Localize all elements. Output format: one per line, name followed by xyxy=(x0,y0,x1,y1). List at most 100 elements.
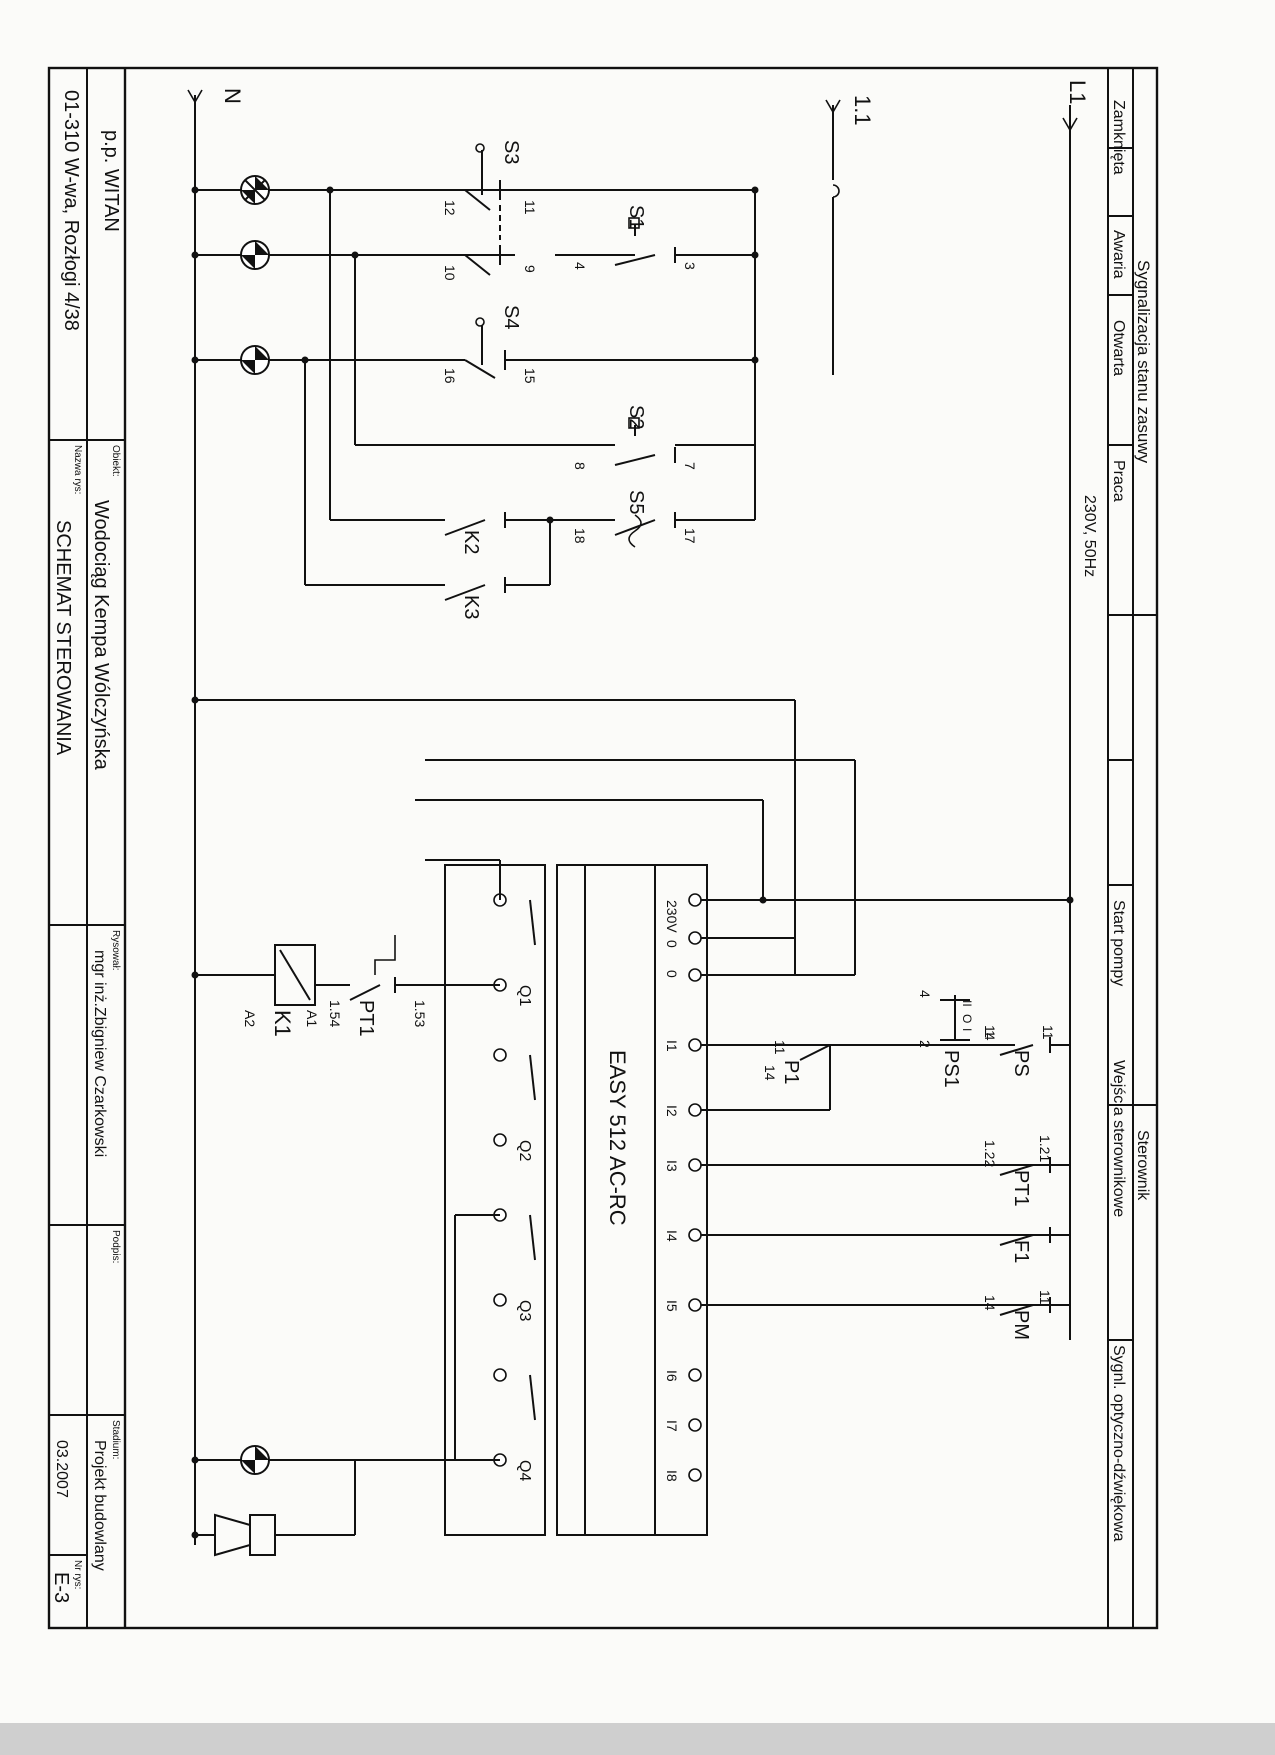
q2-label: Q2 xyxy=(516,1140,533,1161)
svg-text:I: I xyxy=(960,1028,974,1031)
svg-text:A1: A1 xyxy=(304,1010,320,1027)
svg-text:A2: A2 xyxy=(242,1010,258,1027)
header-closed: Zamknięta xyxy=(1110,100,1127,175)
svg-text:Nr rys:: Nr rys: xyxy=(72,1560,83,1589)
phase-rail-l1: L1 230V, 50Hz xyxy=(1062,80,1098,1340)
k3-label: K3 xyxy=(460,595,482,619)
lamp-open xyxy=(240,345,270,375)
neutral-label: N xyxy=(220,88,245,104)
outer-frame xyxy=(47,66,1159,1630)
svg-text:9: 9 xyxy=(522,265,538,273)
control-rail-1-1: 1.1 xyxy=(825,95,875,375)
svg-text:11: 11 xyxy=(522,200,538,215)
header-fault: Awaria xyxy=(1110,230,1127,279)
header-group-signalling: Sygnalizacja stanu zasuwy xyxy=(1134,260,1153,464)
s3-label: S3 xyxy=(500,140,522,164)
pt1-out-label: PT1 xyxy=(355,1000,377,1037)
drawing-date: 03.2007 xyxy=(53,1440,70,1498)
header-inputs: Wejścia sterownikowe xyxy=(1110,1060,1127,1217)
q4-label: Q4 xyxy=(516,1460,533,1481)
drawing-number: E-3 xyxy=(50,1572,72,1603)
ref-label: 1.1 xyxy=(850,95,875,126)
p1-label: P1 xyxy=(780,1060,802,1084)
s5-label: S5 xyxy=(625,490,647,514)
header-pump-start: Start pompy xyxy=(1110,900,1127,986)
svg-text:Stadium:: Stadium: xyxy=(110,1420,121,1459)
scan-edge xyxy=(0,1723,1275,1755)
switch-s2: S2 7 8 xyxy=(355,405,755,470)
switch-s3: S3 11 12 9 10 xyxy=(442,140,538,281)
switch-f1: F1 xyxy=(999,1227,1051,1263)
rung-fault xyxy=(191,251,759,259)
header-strip: Sygnalizacja stanu zasuwy Zamknięta Awar… xyxy=(1107,68,1157,1628)
svg-text:17: 17 xyxy=(682,528,698,544)
signal-lamp-alarm xyxy=(191,1445,355,1475)
svg-text:1.21: 1.21 xyxy=(1037,1135,1053,1162)
switch-ps1: PS1 1 2 4 II O I xyxy=(917,990,998,1088)
switch-s4: S4 15 16 xyxy=(442,305,538,384)
svg-text:14: 14 xyxy=(982,1025,998,1041)
svg-text:O: O xyxy=(960,1014,974,1023)
pm-label: PM xyxy=(1010,1310,1032,1340)
svg-text:4: 4 xyxy=(917,990,933,998)
svg-text:Obiekt:: Obiekt: xyxy=(110,445,121,477)
s1-label: S1 xyxy=(625,205,647,229)
svg-text:II: II xyxy=(960,1000,974,1007)
svg-text:8: 8 xyxy=(572,462,588,470)
k2-label: K2 xyxy=(460,530,482,554)
svg-text:I5: I5 xyxy=(664,1300,680,1312)
svg-text:Podpis:: Podpis: xyxy=(110,1230,121,1263)
svg-text:0: 0 xyxy=(664,970,680,978)
object-name: Wodociąg Kempa Wólczyńska xyxy=(90,500,112,771)
svg-text:1.53: 1.53 xyxy=(412,1000,428,1027)
switch-pm: PM 11 14 xyxy=(982,1290,1053,1340)
svg-text:11: 11 xyxy=(1037,1290,1053,1305)
svg-text:16: 16 xyxy=(442,368,458,384)
plc-outputs: Q1 Q2 Q3 Q4 xyxy=(355,859,536,1481)
svg-text:I7: I7 xyxy=(664,1420,680,1432)
svg-text:I1: I1 xyxy=(664,1040,680,1052)
switch-pt1-input: PT1 1.21 1.22 xyxy=(982,1135,1053,1207)
plc-input-terminals: 230V 0 0 I1 I2 I3 I4 I5 I6 I7 I8 xyxy=(664,893,702,1482)
switch-ps: PS 11 14 xyxy=(982,1025,1070,1077)
lamp-fault xyxy=(240,240,270,270)
plc-easy512: EASY 512 AC-RC xyxy=(444,864,708,1536)
plc-output-block xyxy=(444,864,546,1536)
svg-text:0: 0 xyxy=(664,940,680,948)
svg-text:3: 3 xyxy=(682,262,698,270)
k1-label: K1 xyxy=(270,1010,295,1037)
voltage-label: 230V, 50Hz xyxy=(1081,495,1098,577)
svg-text:Rysował:: Rysował: xyxy=(110,930,121,971)
contact-k3: K3 xyxy=(301,356,551,619)
svg-text:12: 12 xyxy=(442,200,458,216)
ps-label: PS xyxy=(1010,1050,1032,1077)
header-work: Praca xyxy=(1110,460,1127,502)
header-group-controller: Sterownik xyxy=(1134,1130,1151,1201)
ps1-label: PS1 xyxy=(940,1050,962,1088)
neutral-rail-n: N xyxy=(187,88,245,1545)
s2-label: S2 xyxy=(625,405,647,429)
svg-text:14: 14 xyxy=(762,1065,778,1081)
drawn-by: mgr inż.Zbigniew Czarkowski xyxy=(91,950,108,1157)
company-name: p.p. WITAN xyxy=(100,130,122,232)
phase-label: L1 xyxy=(1065,80,1090,104)
svg-text:I2: I2 xyxy=(664,1105,680,1117)
header-open: Otwarta xyxy=(1110,320,1127,376)
switch-s5: S5 17 18 xyxy=(545,490,755,548)
svg-text:14: 14 xyxy=(982,1295,998,1311)
plc-input-wiring xyxy=(191,696,1074,1306)
svg-text:11: 11 xyxy=(772,1040,788,1055)
siren-icon xyxy=(191,1460,356,1557)
header-optical-acoustic: Sygnl. optyczno-dźwiękowa xyxy=(1110,1345,1127,1542)
svg-text:4: 4 xyxy=(572,262,588,270)
drawing-name: SCHEMAT STEROWANIA xyxy=(52,520,74,756)
s4-label: S4 xyxy=(500,305,522,329)
svg-text:10: 10 xyxy=(442,265,458,281)
title-block: p.p. WITAN 01-310 W-wa, Rozłogi 4/38 Obi… xyxy=(49,68,125,1628)
coil-k1: K1 A1 A2 xyxy=(191,944,320,1037)
project-stage: Projekt budowlany xyxy=(91,1440,108,1571)
contact-k2: K2 xyxy=(326,186,550,554)
svg-text:I4: I4 xyxy=(664,1230,680,1242)
rung-open xyxy=(191,356,759,364)
